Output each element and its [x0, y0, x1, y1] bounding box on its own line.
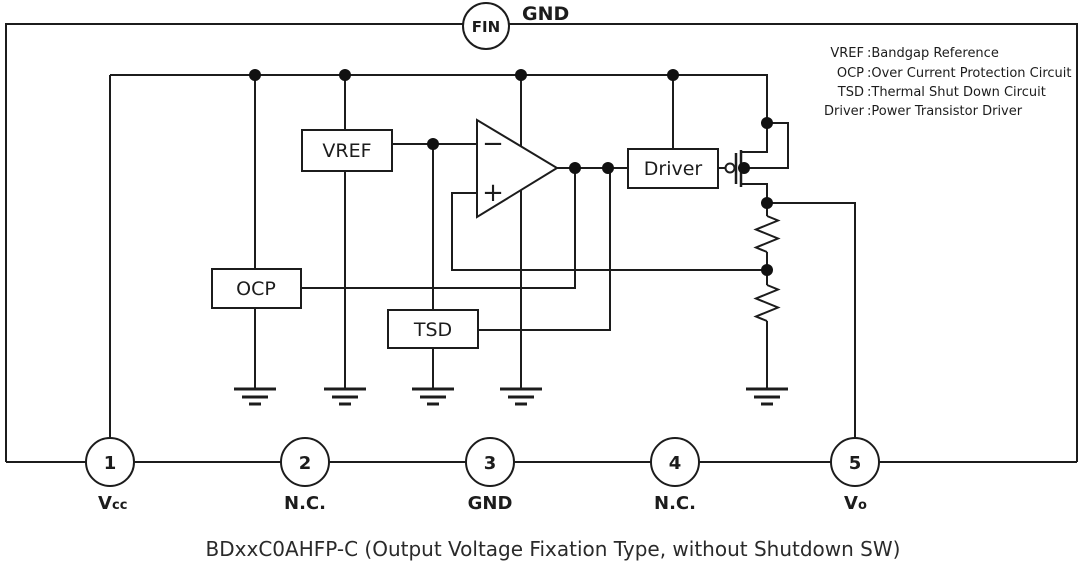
legend-term: TSD — [837, 85, 864, 100]
tsd-output-wire — [478, 168, 611, 331]
tsd-block — [387, 309, 479, 349]
pin-number: 1 — [104, 453, 117, 474]
ground-icon — [412, 387, 454, 406]
legend-term: VREF — [830, 46, 864, 61]
fin-net-label: GND — [522, 3, 569, 25]
pin-2: 2 N.C. — [280, 437, 330, 514]
junction-dot — [761, 264, 773, 276]
legend: VREF :Bandgap Reference OCP :Over Curren… — [824, 46, 1072, 119]
tsd-block-label: TSD — [413, 319, 452, 341]
junction-dot — [738, 162, 750, 174]
pin-circle — [280, 437, 330, 487]
mosfet-body-wire — [744, 122, 789, 169]
ocp-output-wire — [301, 168, 576, 289]
ground-icon — [500, 387, 542, 406]
diagram-caption: BDxxC0AHFP-C (Output Voltage Fixation Ty… — [206, 537, 901, 561]
pin-label: V — [844, 493, 858, 514]
pin-circle — [650, 437, 700, 487]
junction-dot — [515, 69, 527, 81]
legend-term: OCP — [837, 66, 864, 81]
pin-number: 5 — [849, 453, 862, 474]
ocp-block-label: OCP — [236, 278, 276, 300]
driver-block-label: Driver — [644, 158, 703, 180]
ground-icon — [324, 387, 366, 406]
junction-dot — [761, 197, 773, 209]
pin-circle — [465, 437, 515, 487]
gate-bubble-icon — [724, 162, 736, 174]
ground-symbols — [234, 387, 788, 406]
vref-block-label: VREF — [322, 140, 371, 162]
error-amplifier-icon — [476, 118, 559, 219]
junction-dot — [249, 69, 261, 81]
pin-number: 4 — [669, 453, 682, 474]
pin-number: 3 — [484, 453, 497, 474]
junction-dot — [569, 162, 581, 174]
pin-1: 1 V cc — [85, 437, 135, 514]
frame-left-top-wire — [5, 23, 463, 462]
pin-number: 2 — [299, 453, 312, 474]
legend-desc: :Bandgap Reference — [867, 46, 999, 61]
pin-4: 4 N.C. — [650, 437, 700, 514]
opamp-plus-input: + — [482, 178, 504, 208]
pin-label: N.C. — [654, 493, 696, 514]
vcc-bus-wire — [110, 74, 768, 153]
legend-desc: :Over Current Protection Circuit — [867, 66, 1071, 81]
legend-term: Driver — [824, 104, 865, 119]
legend-desc: :Power Transistor Driver — [867, 104, 1023, 119]
resistors — [753, 215, 781, 322]
opamp-minus-input: − — [482, 129, 504, 159]
pin-label: V — [98, 493, 112, 514]
fin-pin-label: FIN — [472, 18, 500, 36]
pin-circle — [85, 437, 135, 487]
junction-dot — [602, 162, 614, 174]
pin-label: GND — [468, 493, 513, 514]
pin-5: 5 V o — [830, 437, 880, 514]
fin-pin: FIN GND — [462, 2, 569, 50]
junction-dot — [339, 69, 351, 81]
ocp-block — [211, 268, 302, 309]
legend-desc: :Thermal Shut Down Circuit — [867, 85, 1046, 100]
pin-3: 3 GND — [465, 437, 515, 514]
junction-dot — [427, 138, 439, 150]
ground-icon — [746, 387, 788, 406]
pin5-riser-wire — [767, 202, 856, 438]
pin-label-sub: o — [858, 498, 867, 513]
junction-dot — [761, 117, 773, 129]
fin-pin-circle — [462, 2, 510, 50]
vref-block — [301, 129, 393, 172]
ground-icon — [234, 387, 276, 406]
pin-label-sub: cc — [112, 498, 127, 513]
function-blocks: VREF OCP TSD Driver − + — [211, 118, 719, 349]
frame-top-right-wire — [509, 23, 1078, 462]
pin-circle — [830, 437, 880, 487]
driver-block — [627, 148, 719, 189]
package-pins: 1 V cc 2 N.C. 3 GND 4 N.C. 5 V o — [85, 437, 880, 514]
pin-label: N.C. — [284, 493, 326, 514]
wires — [5, 23, 1078, 463]
resistor-lower — [753, 284, 781, 322]
junction-dots — [249, 69, 773, 276]
junction-dot — [667, 69, 679, 81]
resistor-upper — [753, 215, 781, 253]
